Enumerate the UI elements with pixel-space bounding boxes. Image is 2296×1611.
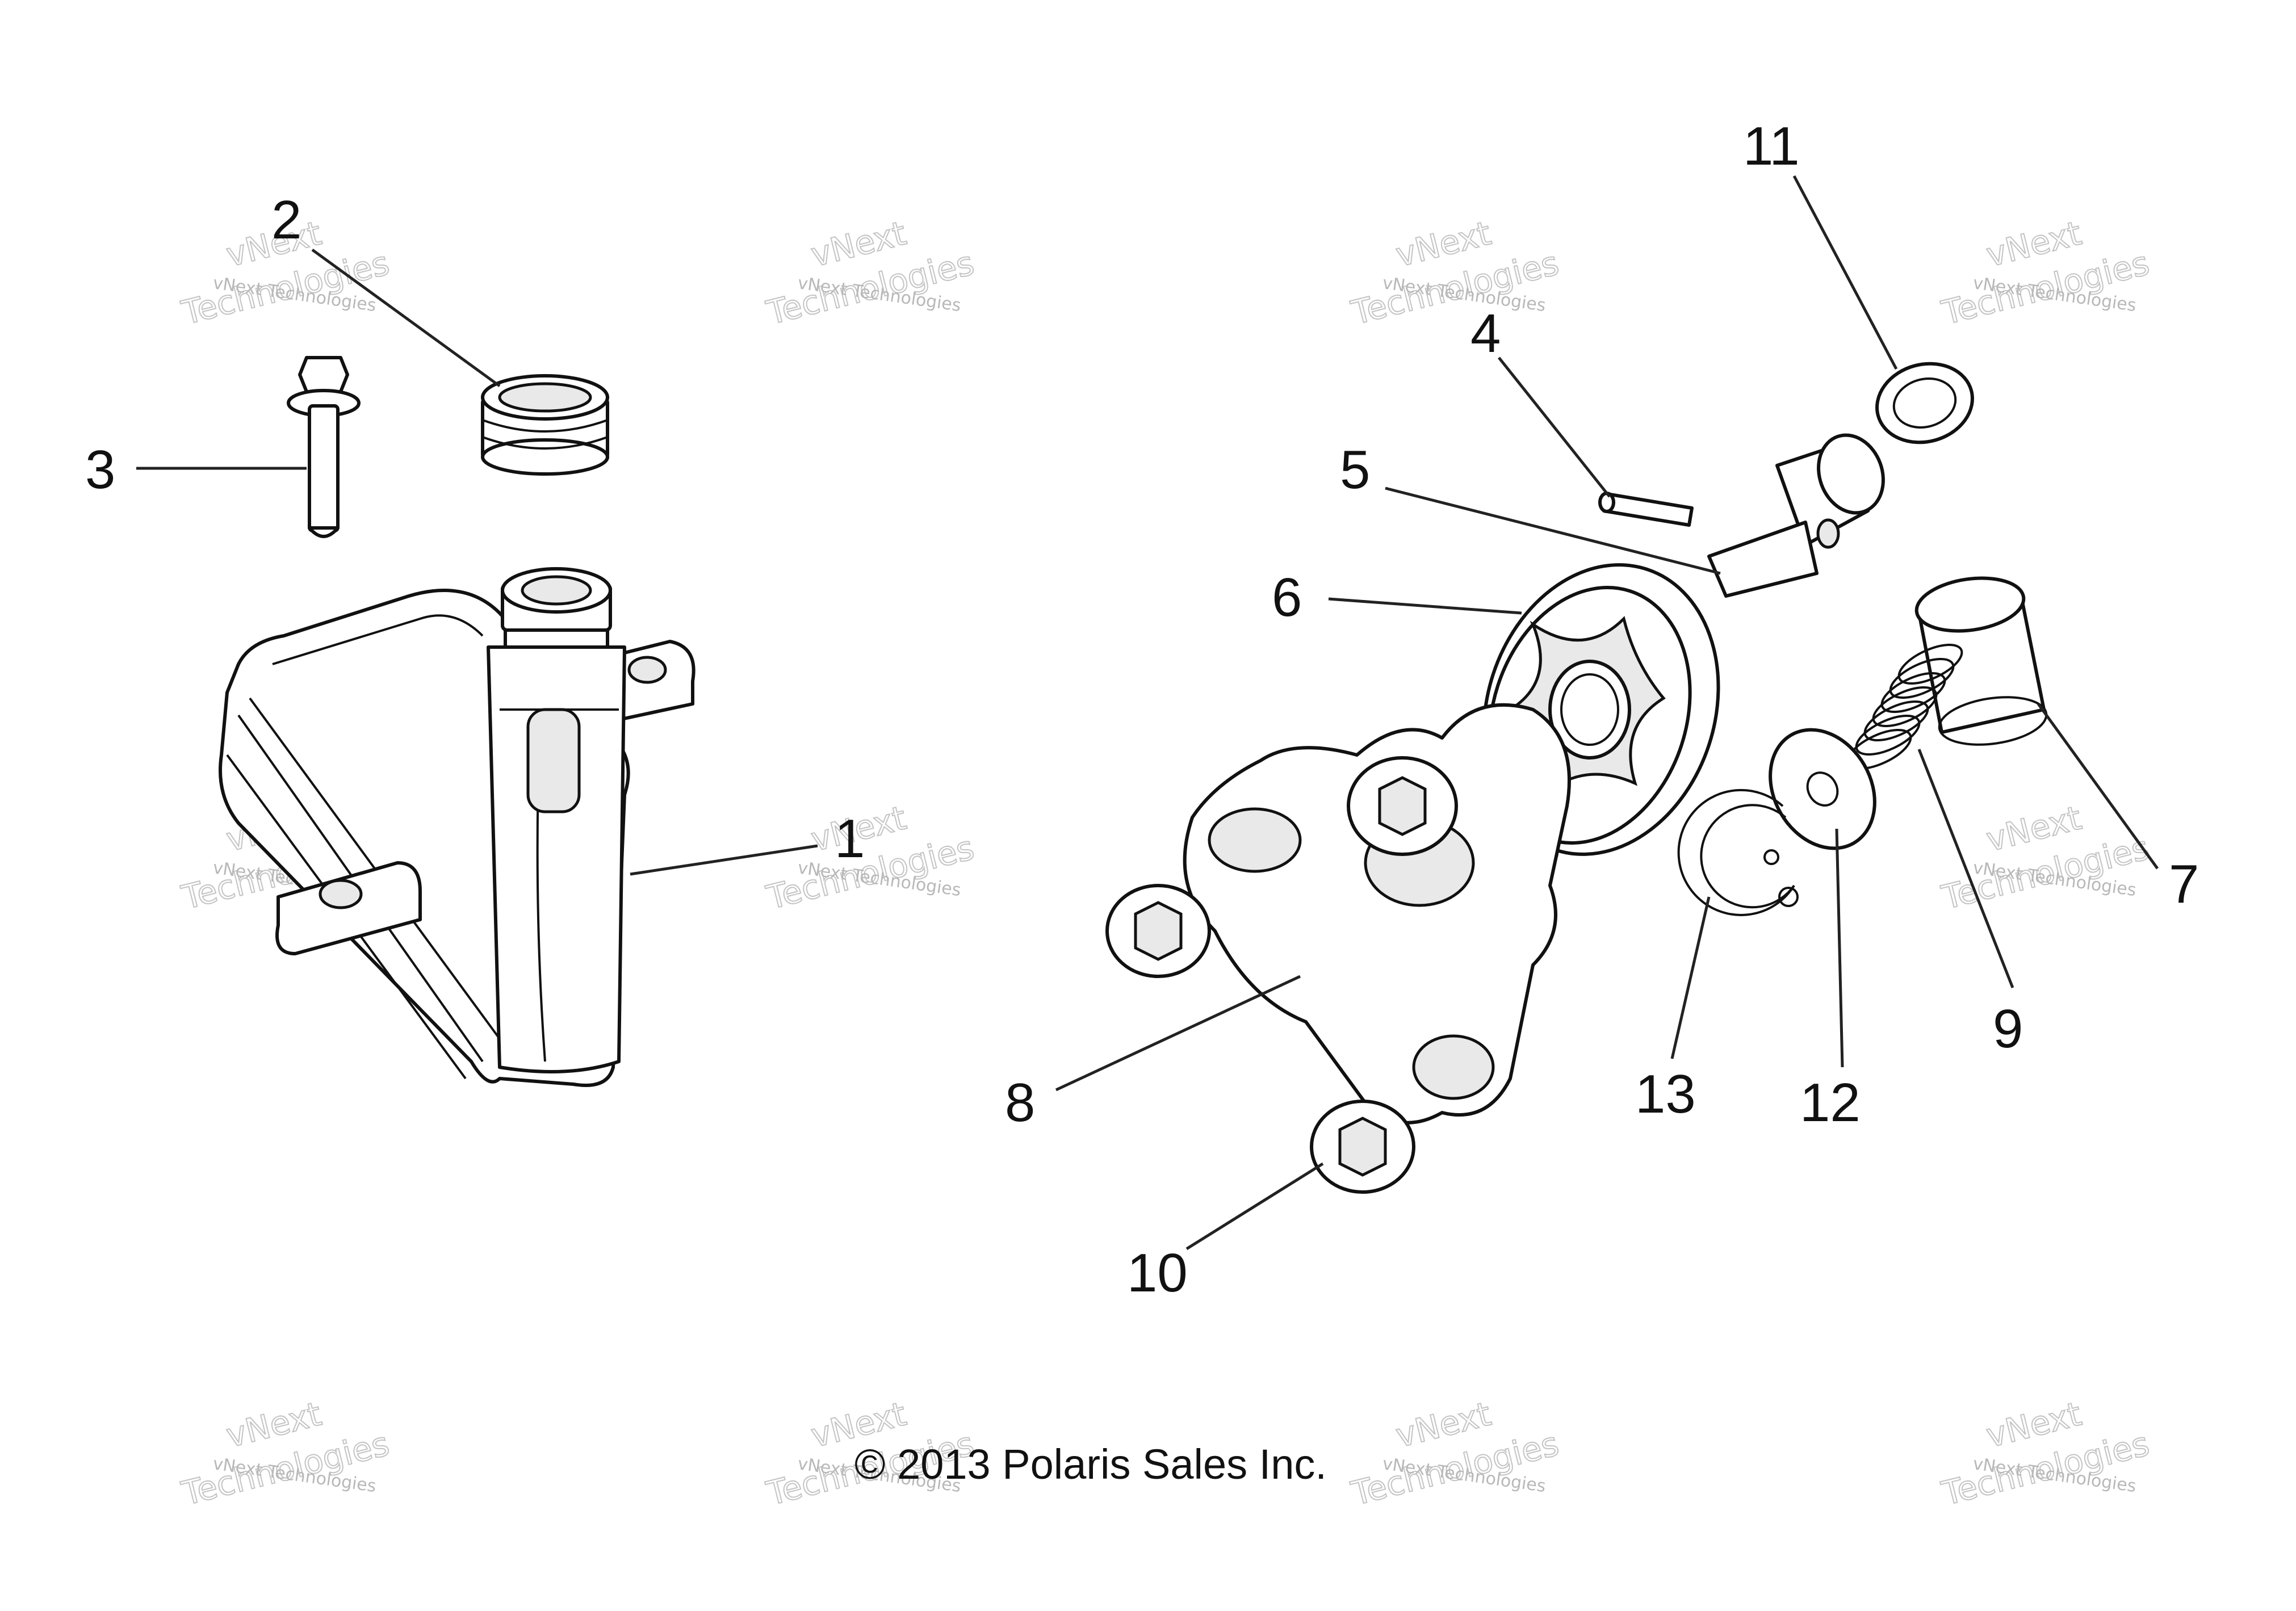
watermark: Technologies vNext vNext Technologies <box>177 1394 393 1513</box>
leader-line-1 <box>630 844 818 876</box>
leader-line-11 <box>1792 175 1898 370</box>
part-12-washer <box>1769 728 1876 850</box>
leader-line-4 <box>1498 356 1611 498</box>
watermark: Technologies vNext vNext Technologies <box>1347 213 1563 333</box>
callout-7: 7 <box>2169 854 2199 914</box>
callout-12: 12 <box>1800 1072 1861 1133</box>
leader-lines <box>136 175 2159 1251</box>
bolt-head <box>1347 756 1458 856</box>
leader-line-2 <box>311 248 501 388</box>
part-7-valve-cap <box>1914 576 2048 746</box>
callout-3: 3 <box>85 439 115 500</box>
part-5-shaft <box>1707 433 1885 598</box>
callout-4: 4 <box>1470 303 1501 364</box>
callout-9: 9 <box>1993 999 2023 1059</box>
leader-line-5 <box>1385 486 1721 575</box>
watermark: Technologies vNext vNext Technologies <box>1937 1394 2153 1513</box>
bolt-head <box>1310 1100 1415 1194</box>
part-13-snap-ring <box>1677 788 1799 916</box>
part-2-plug <box>481 374 609 476</box>
watermark: Technologies vNext vNext Technologies <box>762 798 978 917</box>
bolt-head <box>1105 884 1211 978</box>
part-9-spring <box>1846 643 1963 770</box>
callouts: 1 2 3 4 5 6 7 8 9 10 11 12 13 <box>85 116 2199 1303</box>
leader-line-8 <box>1055 975 1301 1092</box>
callout-6: 6 <box>1272 567 1302 628</box>
callout-10: 10 <box>1127 1243 1188 1303</box>
leader-line-12 <box>1835 828 1844 1068</box>
part-8-pump-housing <box>1105 703 1571 1194</box>
leader-line-7 <box>2037 703 2159 870</box>
callout-11: 11 <box>1743 116 1800 177</box>
part-4-pin <box>1598 492 1694 527</box>
watermark: Technologies vNext vNext Technologies <box>1347 1394 1563 1513</box>
leader-line-10 <box>1185 1162 1324 1251</box>
watermark: Technologies vNext vNext Technologies <box>762 213 978 333</box>
part-3-bolt <box>287 356 361 538</box>
watermark: Technologies vNext vNext Technologies <box>1937 213 2153 333</box>
copyright-text: © 2013 Polaris Sales Inc. <box>854 1441 1327 1488</box>
leader-line-6 <box>1328 597 1522 615</box>
callout-5: 5 <box>1340 439 1370 500</box>
callout-8: 8 <box>1005 1072 1035 1133</box>
callout-13: 13 <box>1635 1064 1696 1125</box>
leader-line-9 <box>1917 749 2014 988</box>
callout-2: 2 <box>271 190 301 250</box>
part-11-washer <box>1875 362 1974 444</box>
part-1-oil-strainer <box>219 567 695 1087</box>
leader-line-13 <box>1670 896 1711 1059</box>
callout-1: 1 <box>835 808 865 869</box>
